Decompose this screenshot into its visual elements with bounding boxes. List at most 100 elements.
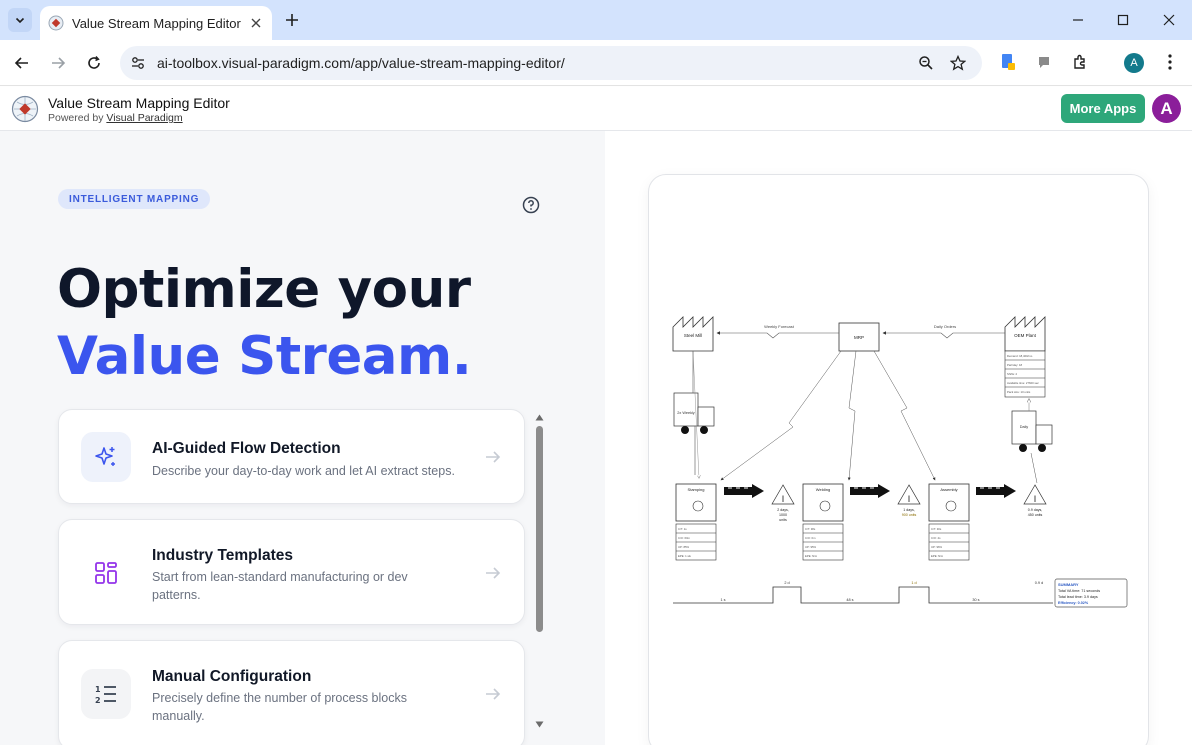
customer-data-box: Demand: 18,400/mo Part/day: 18 Shifts: 2… bbox=[1004, 350, 1046, 398]
svg-text:900 units: 900 units bbox=[902, 513, 917, 517]
svg-text:2: 2 bbox=[95, 696, 101, 705]
numbered-list-icon: 1 2 bbox=[81, 669, 131, 719]
app-title: Value Stream Mapping Editor bbox=[48, 95, 230, 111]
tab-search-button[interactable] bbox=[8, 8, 32, 32]
customer-factory: OEM Plant bbox=[1004, 316, 1046, 352]
svg-text:UP: 96%: UP: 96% bbox=[931, 545, 943, 549]
site-settings-icon[interactable] bbox=[130, 55, 146, 71]
svg-text:I: I bbox=[1034, 494, 1037, 504]
close-tab-icon[interactable] bbox=[248, 15, 264, 31]
svg-text:Total VA time: 71 seconds: Total VA time: 71 seconds bbox=[1058, 589, 1100, 593]
inventory-triangle: I 0.9 days, 450 units bbox=[1023, 484, 1047, 517]
option-title: AI-Guided Flow Detection bbox=[152, 440, 341, 457]
scroll-down-arrow-icon[interactable] bbox=[535, 721, 544, 728]
svg-text:I: I bbox=[782, 494, 785, 504]
supplier-info-flow bbox=[716, 331, 839, 339]
svg-text:Daily Orders: Daily Orders bbox=[934, 324, 956, 329]
sparkles-icon bbox=[81, 432, 131, 482]
svg-text:EPE: 1 wk: EPE: 1 wk bbox=[678, 554, 692, 558]
svg-text:C/T: 38s: C/T: 38s bbox=[805, 527, 816, 531]
svg-text:EPE: N/A: EPE: N/A bbox=[931, 554, 943, 558]
customer-info-flow bbox=[882, 331, 1005, 339]
svg-text:EPE: N/A: EPE: N/A bbox=[805, 554, 817, 558]
browser-profile-avatar[interactable]: A bbox=[1124, 53, 1144, 73]
browser-tab-strip: Value Stream Mapping Editor bbox=[0, 0, 1192, 40]
svg-text:Part/day: 18: Part/day: 18 bbox=[1007, 363, 1023, 367]
svg-text:48 s: 48 s bbox=[846, 598, 853, 602]
svg-text:units: units bbox=[779, 518, 787, 522]
vsm-preview-card: Steel Mill MRP OEM Plant Demand: 18,400/… bbox=[648, 174, 1149, 745]
svg-text:C/O: 60m: C/O: 60m bbox=[678, 536, 691, 540]
svg-text:2 days,: 2 days, bbox=[777, 508, 789, 512]
svg-text:UP: 95%: UP: 95% bbox=[805, 545, 817, 549]
svg-text:450 units: 450 units bbox=[1028, 513, 1043, 517]
option-card-industry-templates[interactable]: Industry Templates Start from lean-stand… bbox=[58, 519, 525, 625]
visual-paradigm-logo-icon[interactable] bbox=[11, 95, 39, 123]
zoom-icon[interactable] bbox=[918, 55, 934, 71]
supplier-factory: Steel Mill bbox=[672, 316, 714, 352]
arrow-right-icon bbox=[486, 688, 501, 700]
value-stream-map-diagram: Steel Mill MRP OEM Plant Demand: 18,400/… bbox=[672, 316, 1128, 608]
chevron-down-icon bbox=[15, 17, 25, 24]
inventory-triangle: I 1 days, 900 units bbox=[897, 484, 921, 517]
svg-text:30 s: 30 s bbox=[972, 598, 979, 602]
extension-doc-icon[interactable] bbox=[998, 52, 1018, 72]
outbound-truck: Daily bbox=[1011, 410, 1053, 452]
browser-tab[interactable]: Value Stream Mapping Editor bbox=[40, 6, 272, 40]
svg-text:1000: 1000 bbox=[779, 513, 787, 517]
tab-title: Value Stream Mapping Editor bbox=[72, 15, 241, 31]
svg-text:Welding: Welding bbox=[816, 487, 830, 492]
minimize-window-icon[interactable] bbox=[1068, 10, 1088, 30]
svg-text:UP: 85%: UP: 85% bbox=[678, 545, 690, 549]
svg-text:Daily: Daily bbox=[1020, 425, 1029, 429]
forward-arrow-icon[interactable] bbox=[46, 51, 70, 75]
option-description: Precisely define the number of process b… bbox=[152, 691, 407, 723]
browser-menu-kebab-icon[interactable] bbox=[1160, 52, 1180, 72]
option-card-manual-configuration[interactable]: 1 2 Manual Configuration Precisely defin… bbox=[58, 640, 525, 745]
process-assembly: Assembly C/T: 30s C/O: 4s UP: 96% EPE: N… bbox=[928, 483, 970, 561]
production-control-box: MRP bbox=[838, 322, 880, 352]
svg-text:1 d: 1 d bbox=[911, 581, 916, 585]
maximize-window-icon[interactable] bbox=[1113, 10, 1133, 30]
process-stamping: Stamping C/T: 1s C/O: 60m UP: 85% EPE: 1… bbox=[675, 483, 717, 561]
lead-time-ladder: 2 d 1 d 0.9 d 1 s 48 s 30 s bbox=[673, 581, 1053, 604]
preview-panel: Steel Mill MRP OEM Plant Demand: 18,400/… bbox=[605, 131, 1192, 745]
svg-text:1 days,: 1 days, bbox=[903, 508, 915, 512]
option-card-ai-guided[interactable]: AI-Guided Flow Detection Describe your d… bbox=[58, 409, 525, 504]
hero-heading-line2: Value Stream. bbox=[57, 326, 472, 387]
user-avatar[interactable]: A bbox=[1152, 94, 1181, 123]
reload-icon[interactable] bbox=[82, 51, 106, 75]
bookmark-star-icon[interactable] bbox=[950, 55, 966, 71]
summary-box: SUMMARY Total VA time: 71 seconds Total … bbox=[1054, 578, 1128, 608]
supplier-label: Steel Mill bbox=[684, 333, 702, 338]
process-welding: Welding C/T: 38s C/O: 0m UP: 95% EPE: N/… bbox=[802, 483, 844, 561]
svg-text:Pack size: 10 units: Pack size: 10 units bbox=[1007, 390, 1031, 394]
powered-by-prefix: Powered by bbox=[48, 112, 104, 124]
svg-text:1: 1 bbox=[95, 685, 101, 694]
scroll-up-arrow-icon[interactable] bbox=[535, 414, 544, 421]
powered-by: Powered by Visual Paradigm bbox=[48, 112, 183, 124]
visual-paradigm-link[interactable]: Visual Paradigm bbox=[106, 112, 183, 124]
back-arrow-icon[interactable] bbox=[10, 51, 34, 75]
more-apps-button[interactable]: More Apps bbox=[1061, 94, 1145, 123]
svg-text:Shifts: 2: Shifts: 2 bbox=[1007, 372, 1018, 376]
address-bar[interactable]: ai-toolbox.visual-paradigm.com/app/value… bbox=[120, 46, 982, 80]
close-window-icon[interactable] bbox=[1159, 10, 1179, 30]
svg-text:Total lead time: 3.9 days: Total lead time: 3.9 days bbox=[1058, 595, 1098, 599]
scrollbar-thumb[interactable] bbox=[536, 426, 543, 632]
svg-text:SUMMARY: SUMMARY bbox=[1058, 582, 1079, 587]
inbound-truck: 2x Weekly bbox=[673, 392, 715, 434]
extension-chat-icon[interactable] bbox=[1034, 52, 1054, 72]
svg-text:Efficiency: 0.02%: Efficiency: 0.02% bbox=[1058, 601, 1089, 605]
svg-text:Weekly Forecast: Weekly Forecast bbox=[764, 324, 795, 329]
svg-text:C/O: 0m: C/O: 0m bbox=[805, 536, 816, 540]
svg-text:Stamping: Stamping bbox=[688, 487, 705, 492]
extensions-puzzle-icon[interactable] bbox=[1070, 52, 1090, 72]
new-tab-plus-icon[interactable] bbox=[282, 10, 302, 30]
help-circle-icon[interactable] bbox=[522, 196, 540, 214]
svg-text:2 d: 2 d bbox=[784, 581, 789, 585]
svg-text:Available time: 27600 sec: Available time: 27600 sec bbox=[1007, 381, 1039, 385]
svg-text:C/T: 1s: C/T: 1s bbox=[678, 527, 687, 531]
svg-text:0.9 d: 0.9 d bbox=[1035, 581, 1043, 585]
svg-text:C/T: 30s: C/T: 30s bbox=[931, 527, 942, 531]
